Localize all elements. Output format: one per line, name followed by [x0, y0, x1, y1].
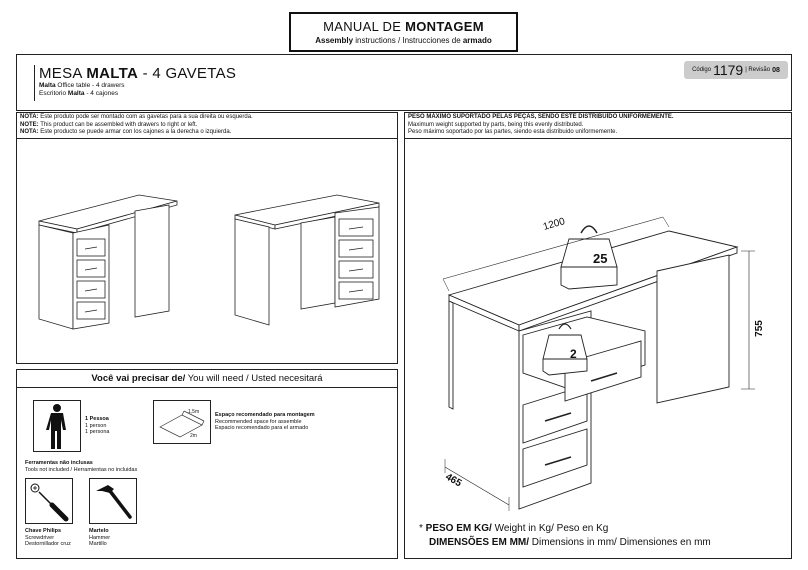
desk-drawers-right-drawing: [234, 194, 380, 326]
person-icon: [33, 400, 81, 452]
hammer-label: Martelo Hammer Martillo: [89, 528, 111, 547]
dimension-unit-note: DIMENSÕES EM MM/ Dimensions in mm/ Dimen…: [429, 537, 711, 548]
depth-dimension-line: [444, 466, 510, 506]
drawer-weight-label: 2: [570, 347, 577, 361]
dimension-drawing: [442, 216, 755, 511]
width-dimension-line: [442, 216, 664, 280]
person-figure-icon: [46, 404, 66, 449]
weight-line-en: Maximum weight supported by parts, being…: [408, 121, 584, 128]
weight-lines: PESO MÁXIMO SUPORTADO PELAS PEÇAS, SENDO…: [405, 113, 791, 139]
drawer-weight-icon: [542, 323, 588, 376]
note-line: NOTA: Este produto pode ser montado com …: [20, 114, 253, 120]
phillips-screwdriver-icon: [30, 483, 69, 522]
drawer-4: [522, 428, 588, 488]
floor-area-icon: [159, 410, 205, 438]
manual-header: MANUAL DE MONTAGEM Assembly instructions…: [289, 12, 518, 52]
you-will-need-panel: Você vai precisar de/ You will need / Us…: [16, 369, 398, 559]
desk-drawers-left-drawing: [38, 194, 178, 330]
product-name-block: MESA MALTA - 4 GAVETAS Malta Office tabl…: [34, 65, 236, 101]
product-code-badge: Código 1179 | Revisão 08: [684, 61, 788, 79]
top-weight-label: 25: [593, 251, 608, 266]
screwdriver-icon: [25, 478, 73, 524]
notes-lines: NOTA: Este produto pode ser montado com …: [17, 113, 397, 139]
space-area-icon: 1,5m 2m: [153, 400, 211, 444]
weight-unit-note: * PESO EM KG/ Weight in Kg/ Peso en Kg: [419, 523, 609, 534]
manual-subtitle: Assembly instructions / Instrucciones de…: [315, 36, 492, 45]
weight-line-es: Peso máximo soportado por las partes, si…: [408, 129, 618, 135]
tools-heading: Ferramentas não inclusas Tools not inclu…: [25, 460, 138, 473]
weight-line-pt: PESO MÁXIMO SUPORTADO PELAS PEÇAS, SENDO…: [408, 114, 674, 120]
product-name-en: Malta Office table - 4 drawers: [39, 82, 125, 89]
person-label: 1 Pessoa 1 person 1 persona: [85, 416, 110, 435]
desk-right-leg: [656, 254, 730, 404]
weight-dimensions-panel: PESO MÁXIMO SUPORTADO PELAS PEÇAS, SENDO…: [404, 112, 792, 559]
product-name: MESA MALTA - 4 GAVETAS: [39, 65, 237, 82]
manual-title: MANUAL DE MONTAGEM: [323, 19, 484, 34]
top-weight-icon: [560, 225, 618, 290]
note-line: NOTE: This product can be assembled with…: [20, 121, 198, 128]
desk-left-leg: [448, 300, 454, 410]
space-width-label: 1,5m: [188, 409, 200, 415]
space-label: Espaço recomendado para montagem Recomme…: [215, 412, 315, 431]
space-depth-label: 2m: [190, 433, 197, 439]
you-will-need-heading: Você vai precisar de/ You will need / Us…: [17, 370, 397, 388]
screwdriver-label: Chave Philips Screwdriver Destornillador…: [25, 528, 71, 547]
note-line: NOTA: Este producto se puede armar con l…: [20, 129, 232, 135]
product-title-panel: MESA MALTA - 4 GAVETAS Malta Office tabl…: [16, 54, 792, 111]
height-dimension-label: 755: [753, 320, 765, 337]
hammer-drawing-icon: [96, 485, 132, 519]
product-name-es: Escritorio Malta - 4 cajones: [39, 90, 119, 97]
hammer-icon: [89, 478, 137, 524]
desk-orientation-illustration: [38, 194, 380, 330]
open-drawer-front: [564, 340, 642, 402]
notes-panel: NOTA: Este produto pode ser montado com …: [16, 112, 398, 364]
